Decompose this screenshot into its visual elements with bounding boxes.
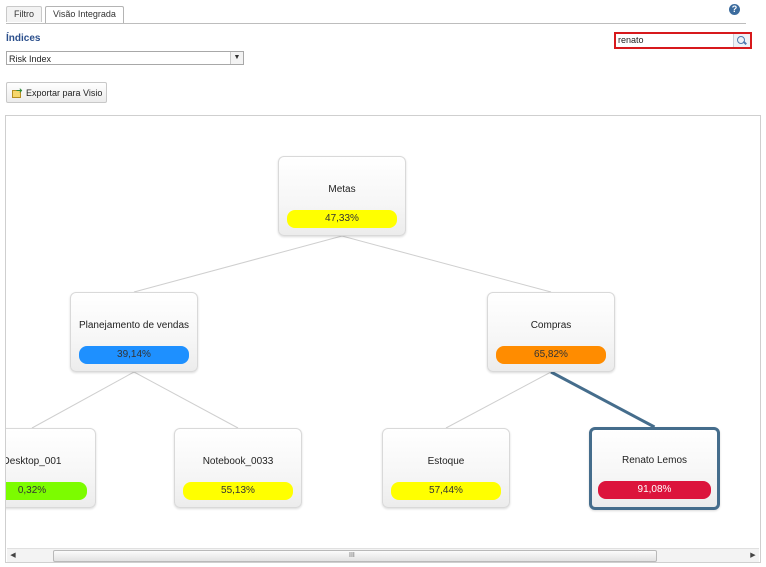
node-value-bar: 91,08% [598, 481, 711, 499]
node-value-bar: 39,14% [79, 346, 189, 364]
search-box [614, 32, 752, 49]
node-value-bar: 57,44% [391, 482, 501, 500]
search-input[interactable] [618, 34, 730, 47]
node-renato-lemos[interactable]: Renato Lemos 91,08% [589, 427, 720, 510]
node-value-bar: 47,33% [287, 210, 397, 228]
scroll-grip: III [349, 552, 355, 559]
tab-bar: Filtro Visão Integrada [6, 6, 127, 24]
node-metas[interactable]: Metas 47,33% [278, 156, 406, 236]
edge-compras-estoque [445, 371, 552, 429]
tab-divider [6, 23, 746, 24]
export-visio-button[interactable]: ➜ Exportar para Visio [6, 82, 107, 103]
horizontal-scrollbar[interactable]: ◀ III ▶ [7, 548, 759, 562]
node-title: Renato Lemos [621, 455, 688, 466]
search-icon [737, 36, 745, 44]
node-value-bar: 0,32% [6, 482, 87, 500]
node-estoque[interactable]: Estoque 57,44% [382, 428, 510, 508]
node-desktop-001[interactable]: Desktop_001 0,32% [5, 428, 96, 508]
node-title: Notebook_0033 [202, 456, 274, 467]
node-title: Planejamento de vendas [78, 320, 190, 331]
indices-label: Índices [6, 33, 41, 44]
node-value-bar: 55,13% [183, 482, 293, 500]
node-title: Compras [530, 320, 572, 331]
node-value-bar: 65,82% [496, 346, 606, 364]
edge-compras-renato [550, 370, 656, 429]
tab-visao-integrada[interactable]: Visão Integrada [45, 6, 124, 24]
edge-metas-planejamento [133, 235, 343, 293]
export-visio-label: Exportar para Visio [26, 87, 103, 98]
node-title: Desktop_001 [5, 456, 62, 467]
node-title: Estoque [427, 456, 465, 467]
edge-planejamento-desktop [31, 371, 135, 429]
scroll-left-arrow-icon[interactable]: ◀ [10, 552, 16, 559]
search-button[interactable] [733, 34, 750, 47]
node-title: Metas [328, 184, 356, 195]
tab-filtro[interactable]: Filtro [6, 6, 42, 22]
node-planejamento-vendas[interactable]: Planejamento de vendas 39,14% [70, 292, 198, 372]
scroll-right-arrow-icon[interactable]: ▶ [750, 552, 756, 559]
indices-selected-value: Risk Index [9, 54, 52, 64]
node-notebook-0033[interactable]: Notebook_0033 55,13% [174, 428, 302, 508]
node-compras[interactable]: Compras 65,82% [487, 292, 615, 372]
indices-select[interactable]: Risk Index ▼ [6, 51, 244, 65]
diagram-edges [31, 235, 656, 429]
edge-planejamento-notebook [133, 371, 239, 429]
chevron-down-icon[interactable]: ▼ [230, 52, 243, 64]
diagram-viewport[interactable]: Metas 47,33% Planejamento de vendas 39,1… [5, 115, 761, 563]
scroll-thumb[interactable]: III [53, 550, 657, 562]
export-icon: ➜ [12, 86, 23, 98]
edge-metas-compras [341, 235, 552, 293]
help-icon[interactable]: ? [729, 4, 740, 15]
